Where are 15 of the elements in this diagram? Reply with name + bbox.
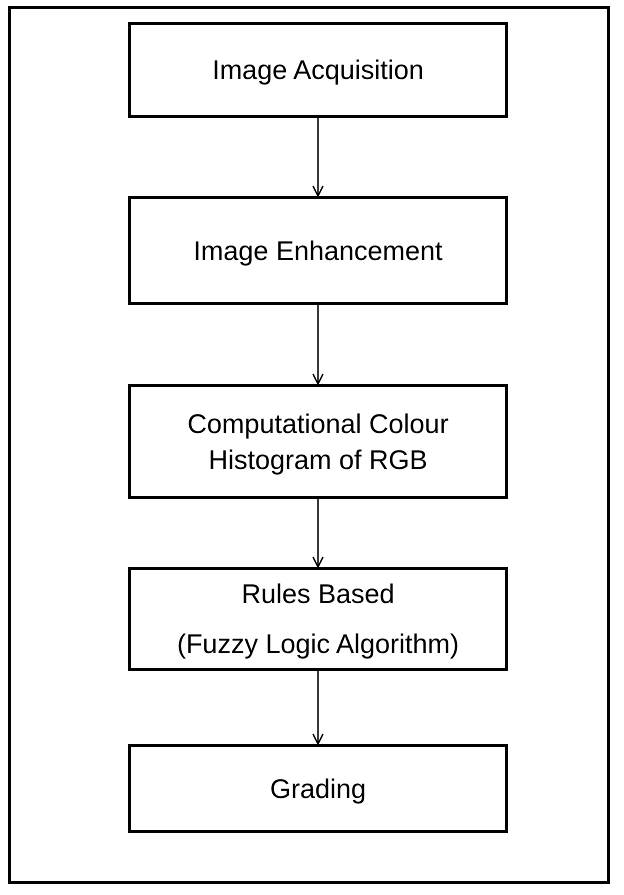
box-label: Computational Colour Histogram of RGB bbox=[186, 408, 450, 477]
box-label: (Fuzzy Logic Algorithm) bbox=[176, 628, 460, 661]
box-label: Image Acquisition bbox=[212, 54, 424, 87]
arrow bbox=[312, 118, 324, 197]
process-box bbox=[128, 744, 508, 833]
process-box bbox=[128, 196, 508, 305]
arrow bbox=[312, 671, 324, 745]
arrow bbox=[312, 499, 324, 568]
process-box bbox=[128, 567, 508, 671]
box-label: Rules Based bbox=[241, 578, 395, 611]
box-label: Image Enhancement bbox=[193, 234, 443, 268]
process-box bbox=[128, 22, 508, 118]
box-label: Grading bbox=[270, 772, 366, 806]
arrow bbox=[312, 305, 324, 385]
process-box bbox=[128, 384, 508, 499]
